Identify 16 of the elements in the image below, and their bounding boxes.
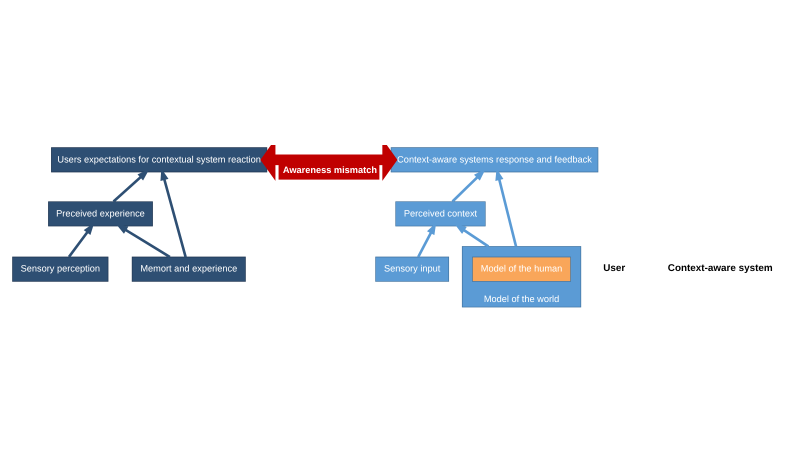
arrow [452, 168, 486, 202]
node-box: Context-aware systems response and feedback [390, 146, 598, 172]
node-box: Model of the human [472, 256, 571, 282]
arrow [112, 168, 150, 202]
edge-label: Awareness mismatch [282, 164, 377, 174]
node-box: Perceived context [395, 200, 486, 226]
label: User [603, 262, 626, 274]
arrow [116, 224, 171, 258]
label: Context-aware system [668, 262, 773, 274]
node-box: Preceived experience [48, 200, 153, 226]
arrow [68, 222, 94, 258]
node-box: Users expectations for contextual system reaction [51, 146, 268, 172]
node-box: Memort and experience [132, 256, 246, 282]
node-box: Sensory input [375, 256, 450, 282]
node-box: Sensory perception [12, 256, 108, 282]
arrow [454, 223, 490, 248]
